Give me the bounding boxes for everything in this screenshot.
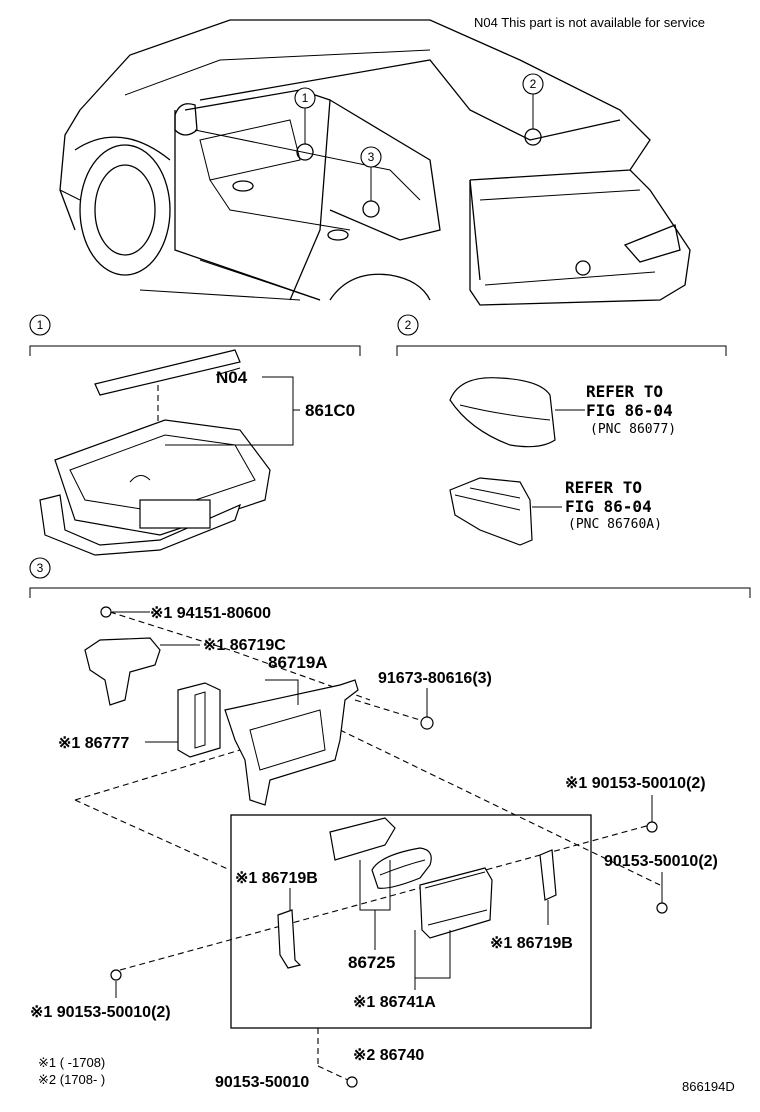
ecu-86741a (419, 867, 493, 939)
callout-2-vehicle: 2 (530, 77, 537, 91)
refer2-line1: REFER TO (565, 478, 642, 497)
footnote-2: ※2 (1708- ) (38, 1072, 105, 1087)
vehicle-callouts: 1 2 3 (294, 73, 544, 218)
section-2-marker: 2 (405, 318, 412, 332)
refer2-line3: (PNC 86760A) (568, 517, 662, 532)
section-3: 3 ※1 94151-80600 ※1 86719C ※1 86777 8671… (29, 557, 751, 1091)
footnote-1: ※1 ( -1708) (38, 1055, 105, 1070)
refer1-line2: FIG 86-04 (586, 401, 673, 420)
bracket-86719c (84, 637, 161, 706)
refer1-line1: REFER TO (586, 382, 663, 401)
bracket-86719b-left (277, 909, 302, 969)
label-86777: ※1 86777 (58, 735, 129, 752)
label-86740: ※2 86740 (353, 1047, 424, 1064)
antenna-base (449, 477, 533, 546)
section-3-marker: 3 (37, 561, 44, 575)
callout-1-vehicle: 1 (302, 91, 309, 105)
label-94151: ※1 94151-80600 (150, 605, 271, 622)
861c0-tray (39, 419, 271, 556)
bracket-86719a (224, 679, 359, 806)
vehicle-illustration (59, 19, 691, 306)
shark-fin-antenna (449, 377, 556, 448)
header-note: N04 This part is not available for servi… (474, 15, 705, 30)
section-1-marker: 1 (37, 318, 44, 332)
label-86719a: 86719A (268, 653, 328, 672)
label-91673: 91673-80616(3) (378, 670, 492, 687)
label-86741a: ※1 86741A (353, 994, 436, 1011)
label-86725: 86725 (348, 953, 395, 972)
section-1: 1 N04 861C0 (29, 314, 361, 556)
label-86719c: ※1 86719C (203, 637, 286, 654)
refer2-line2: FIG 86-04 (565, 497, 652, 516)
label-86719b-right: ※1 86719B (490, 935, 573, 952)
callout-3-vehicle: 3 (368, 150, 375, 164)
cover-86725 (329, 817, 396, 861)
section-2: 2 REFER TO FIG 86-04 (PNC 86077) REFER T… (396, 314, 727, 546)
figure-id: 866194D (682, 1079, 735, 1094)
label-86719b-left: ※1 86719B (235, 870, 318, 887)
label-90153-b: 90153-50010(2) (604, 853, 718, 870)
bracket-86719b-right (539, 849, 557, 901)
label-90153-a: ※1 90153-50010(2) (565, 775, 706, 792)
harness-86725 (371, 847, 432, 889)
label-861c0: 861C0 (305, 401, 355, 420)
assembly-86740-box (230, 814, 592, 1029)
n04-strip (94, 349, 241, 396)
label-90153-d: 90153-50010 (215, 1074, 309, 1091)
module-86777 (177, 682, 221, 758)
label-90153-c: ※1 90153-50010(2) (30, 1004, 171, 1021)
refer1-line3: (PNC 86077) (590, 422, 676, 437)
